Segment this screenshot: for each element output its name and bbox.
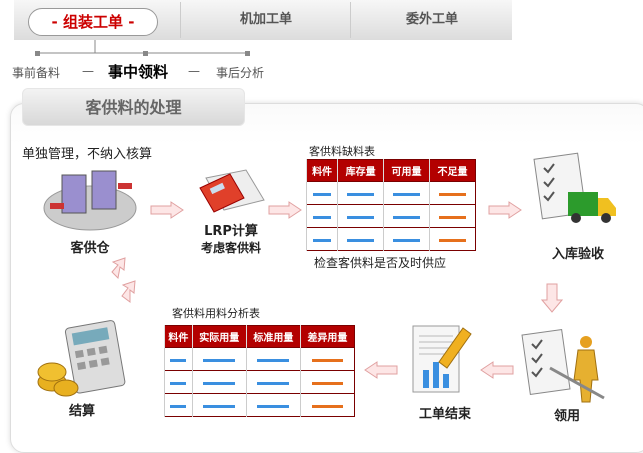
table-row <box>164 370 355 394</box>
usage-table: 料件实际用量标准用量差异用量 <box>164 325 355 417</box>
lrp-sub-label: 考虑客供料 <box>200 241 261 255</box>
warehouse-label: 客供仓 <box>70 241 110 256</box>
arrow-down-icon <box>541 283 563 313</box>
arrow-left-icon <box>364 361 398 379</box>
col-header: 料件 <box>164 325 193 348</box>
tab-divider <box>350 2 351 38</box>
arrow-right-icon <box>150 201 184 219</box>
worker-checklist-icon <box>521 328 605 403</box>
section-title: 客供料的处理 <box>22 88 245 126</box>
table-row <box>305 227 476 251</box>
col-header: 不足量 <box>429 159 476 182</box>
note-text: 单独管理，不纳入核算 <box>22 147 153 162</box>
col-header: 实际用量 <box>191 325 247 348</box>
col-header: 料件 <box>305 159 338 182</box>
inspect-label: 入库验收 <box>551 247 604 262</box>
settle-label: 结算 <box>68 404 95 419</box>
arrow-up-icon <box>111 257 136 303</box>
table-row <box>305 181 476 205</box>
document-pen-icon <box>412 325 472 393</box>
step-sep: — <box>82 64 94 78</box>
table-row <box>164 393 355 417</box>
shortage-table-title: 客供料缺料表 <box>309 145 375 158</box>
shortage-table-caption: 检查客供料是否及时供应 <box>314 256 447 270</box>
calculator-coins-icon <box>37 320 126 397</box>
arrow-right-icon <box>488 201 522 219</box>
step-sep: — <box>188 64 200 78</box>
shortage-table: 料件库存量可用量不足量 <box>305 159 476 251</box>
table-row <box>305 204 476 228</box>
col-header: 差异用量 <box>299 325 355 348</box>
calculator-icon <box>199 169 265 213</box>
step-during[interactable]: 事中领料 <box>108 63 169 81</box>
arrow-right-icon <box>268 201 302 219</box>
tab-machining-order[interactable]: 机加工单 <box>239 12 292 27</box>
table-row <box>164 347 355 371</box>
col-header: 可用量 <box>383 159 430 182</box>
step-connector <box>35 40 250 56</box>
col-header: 库存量 <box>337 159 384 182</box>
close-label: 工单结束 <box>418 407 471 422</box>
lrp-label: LRP计算 <box>204 224 258 239</box>
issue-label: 领用 <box>553 409 580 424</box>
tab-outsourcing-order[interactable]: 委外工单 <box>405 12 458 27</box>
usage-table-title: 客供料用料分析表 <box>172 307 260 320</box>
col-header: 标准用量 <box>245 325 301 348</box>
warehouse-icon <box>43 170 137 231</box>
step-before[interactable]: 事前备料 <box>12 66 61 80</box>
tab-assembly-order[interactable]: - 组装工单 - <box>28 8 158 36</box>
tab-divider <box>180 2 181 38</box>
step-after[interactable]: 事后分析 <box>216 66 265 80</box>
checklist-truck-icon <box>533 152 616 223</box>
arrow-left-icon <box>480 361 514 379</box>
